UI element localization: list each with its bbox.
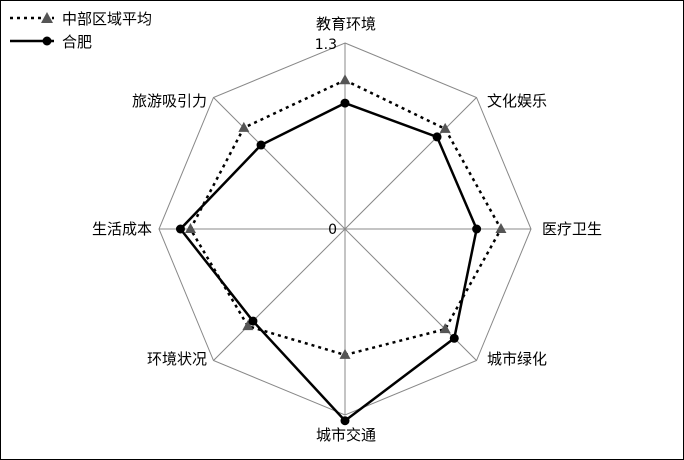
series-point-1 [256, 140, 266, 150]
series-point-0 [339, 74, 351, 85]
series-point-0 [495, 223, 507, 233]
series-point-0 [184, 223, 196, 233]
series-point-1 [449, 333, 459, 343]
series-point-1 [432, 132, 442, 142]
grid-layer: 01.3 [158, 37, 532, 416]
series-point-0 [439, 323, 451, 334]
axis-label: 城市绿化 [487, 350, 547, 368]
axis-label: 旅游吸引力 [132, 92, 207, 110]
axis-label: 城市交通 [316, 426, 376, 444]
axis-label: 环境状况 [147, 350, 207, 368]
series-point-0 [339, 348, 351, 359]
series-point-1 [248, 316, 258, 326]
legend-label-series-0: 中部区域平均 [62, 10, 152, 28]
legend: 中部区域平均 合肥 [10, 10, 152, 51]
legend-label-series-1: 合肥 [62, 33, 92, 51]
axis-label: 教育环境 [316, 15, 376, 33]
series-point-0 [242, 320, 254, 331]
axis-label: 医疗卫生 [542, 220, 602, 238]
grid-spoke [344, 97, 477, 230]
grid-spoke [213, 97, 346, 230]
series-point-1 [340, 416, 350, 426]
legend-marker-series-1 [42, 36, 52, 46]
grid-spoke [213, 228, 346, 361]
series-point-0 [238, 121, 250, 132]
series-point-1 [472, 224, 482, 234]
axis-label: 文化娱乐 [487, 92, 547, 110]
legend-marker-series-0 [41, 12, 53, 23]
tick-label-min: 0 [328, 222, 337, 238]
axis-label: 生活成本 [92, 220, 152, 238]
series-point-1 [340, 98, 350, 108]
tick-label-max: 1.3 [315, 37, 337, 53]
series-layer [175, 74, 507, 426]
series-point-0 [439, 122, 451, 133]
series-line-1 [178, 101, 478, 423]
series-point-1 [175, 224, 185, 234]
series-line-0 [189, 78, 503, 357]
